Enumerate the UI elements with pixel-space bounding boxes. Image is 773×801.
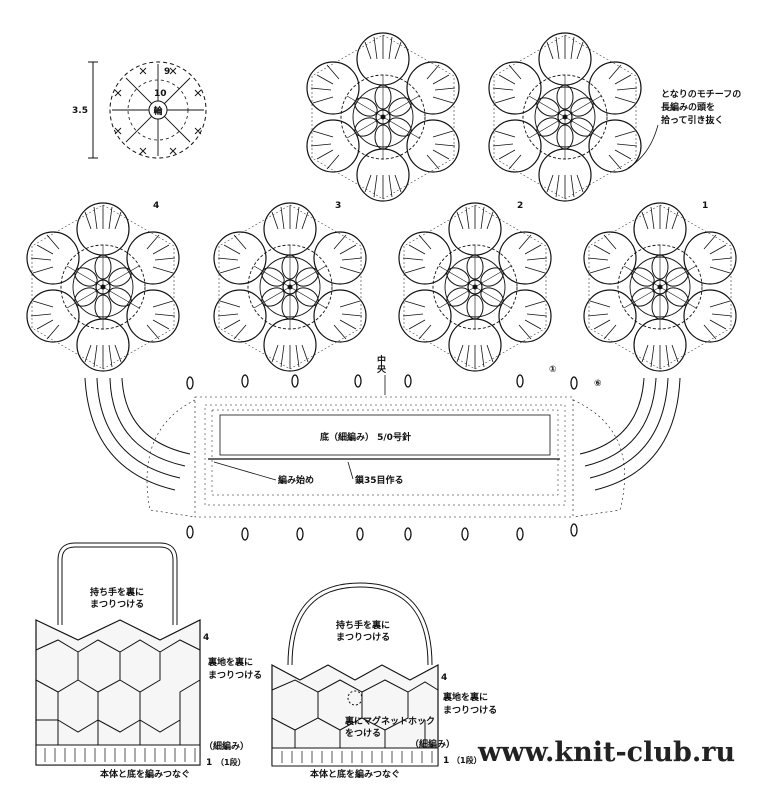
center-mark: 中央 — [375, 354, 386, 374]
motif-top-left — [306, 32, 460, 202]
right-join-note: 本体と底を編みつなぐ — [310, 768, 400, 780]
small-motif-size: 3.5 — [72, 106, 88, 116]
motif-1 — [583, 202, 737, 372]
join-note-line-2: 長編みの頭を — [661, 101, 715, 113]
right-sc-label: （細編み） — [410, 738, 455, 750]
right-row-1: 1 — [443, 756, 449, 766]
row-label-9: 9 — [164, 67, 170, 77]
right-magnet-note-1: 裏にマグネットホック — [344, 715, 435, 727]
motif-top-right — [488, 32, 642, 202]
watermark: www.knit-club.ru — [477, 737, 735, 768]
right-magnet-note-2: をつける — [345, 728, 381, 739]
join-note-line-1: となりのモチーフの — [661, 89, 741, 100]
left-row-unit: （1段） — [216, 757, 246, 767]
base-title: 底（細編み） 5/0号針 — [320, 431, 411, 443]
join-note: となりのモチーフの 長編みの頭を 拾って引き抜く — [627, 89, 741, 169]
left-row-1: 1 — [206, 758, 212, 768]
left-num-4: 4 — [203, 633, 209, 643]
bag-illustration-right: 持ち手を裏に まつりつける 裏地を裏に まつりつける 裏にマグネットホック をつ… — [271, 582, 497, 780]
right-lining-note-2: まつりつける — [443, 705, 497, 716]
circle-mark-1: ① — [549, 365, 557, 375]
base-chart: 底（細編み） 5/0号針 編み始め 鎖35目作る 中央 ① ⑥ — [84, 354, 681, 541]
left-sc-label: （細編み） — [204, 740, 249, 752]
base-chain-label: 鎖35目作る — [355, 474, 404, 486]
right-lining-note-1: 裏地を裏に — [442, 691, 488, 703]
motif-4 — [26, 202, 180, 372]
left-lining-note-2: まつりつける — [208, 670, 262, 681]
bag-illustration-left: 持ち手を裏に まつりつける 裏地を裏に まつりつける 4 （細編み） 1 （1段… — [35, 542, 262, 780]
circle-mark-6: ⑥ — [594, 379, 602, 389]
left-lining-note-1: 裏地を裏に — [207, 656, 253, 668]
motif-3 — [213, 202, 367, 372]
small-motif-chart: 輪 10 9 3.5 — [72, 61, 207, 159]
right-num-4: 4 — [441, 673, 447, 683]
motif-number-2: 2 — [517, 201, 523, 211]
right-row-unit: （1段） — [452, 755, 482, 765]
motif-grid: 4 3 2 1 — [26, 32, 737, 372]
motif-number-1: 1 — [702, 201, 708, 211]
base-start-label: 編み始め — [278, 474, 314, 486]
ring-label: 輪 — [153, 105, 163, 117]
left-handle-note-2: まつりつける — [90, 599, 144, 610]
motif-number-4: 4 — [153, 201, 159, 211]
row-label-10: 10 — [154, 89, 167, 99]
right-handle-note-1: 持ち手を裏に — [336, 619, 390, 631]
join-note-line-3: 拾って引き抜く — [661, 114, 724, 126]
right-handle-note-2: まつりつける — [336, 632, 390, 643]
left-join-note: 本体と底を編みつなぐ — [100, 768, 190, 780]
motif-2 — [398, 202, 552, 372]
left-handle-note-1: 持ち手を裏に — [90, 586, 144, 598]
motif-number-3: 3 — [335, 201, 341, 211]
